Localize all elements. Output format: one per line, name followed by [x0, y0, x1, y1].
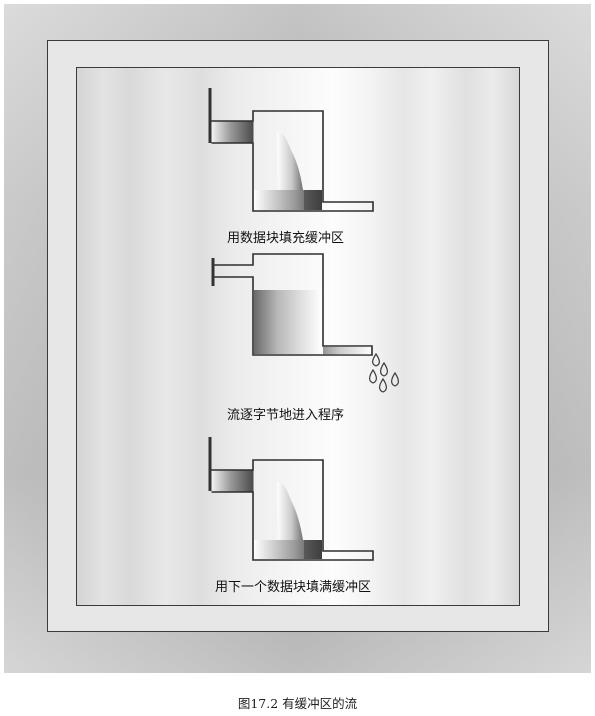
stage-3-buffer	[208, 437, 374, 561]
stage-2-buffer	[211, 253, 373, 356]
figure-caption: 图17.2 有缓冲区的流	[237, 696, 358, 711]
stage-1-buffer	[208, 88, 374, 212]
stage-3-label: 用下一个数据块填满缓冲区	[215, 580, 372, 595]
droplets	[369, 352, 399, 393]
stage-2-label: 流逐字节地进入程序	[227, 408, 345, 423]
stage-1-label: 用数据块填充缓冲区	[227, 231, 345, 246]
